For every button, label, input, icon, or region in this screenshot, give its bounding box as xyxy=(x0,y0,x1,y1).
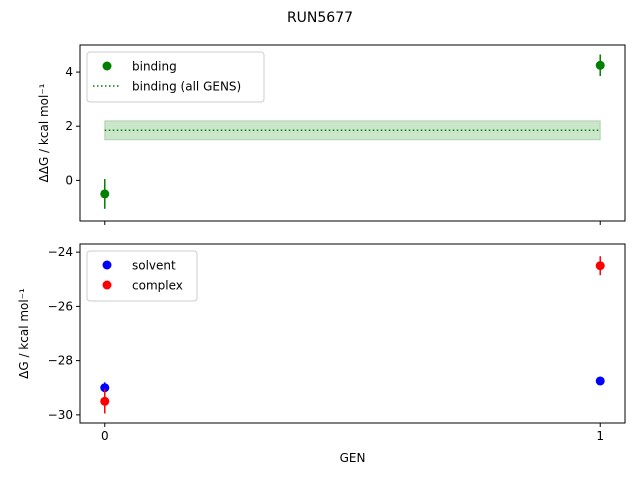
y-tick-label-1: 2 xyxy=(65,119,73,133)
y-tick-label-0: 0 xyxy=(65,173,73,187)
legend-swatch-1 xyxy=(102,280,112,290)
y-axis-label: ΔΔG / kcal mol⁻¹ xyxy=(37,83,51,182)
legend-box xyxy=(86,250,198,302)
legend-swatch-0 xyxy=(102,260,112,270)
legend-box xyxy=(86,51,265,103)
figure-title: RUN5677 xyxy=(287,10,353,26)
y-tick-label-2: 4 xyxy=(65,65,73,79)
axes-frame xyxy=(79,44,626,222)
legend-label-0: solvent xyxy=(132,259,176,273)
data-point-0-0 xyxy=(100,189,110,199)
x-tick-label-0: 0 xyxy=(101,429,109,443)
y-tick-label-1: −28 xyxy=(48,354,73,368)
y-tick-label-2: −26 xyxy=(48,299,73,313)
data-point-1-0 xyxy=(100,396,110,406)
axes-frame xyxy=(79,243,626,424)
legend-label-0: binding xyxy=(132,60,177,74)
data-point-0-1 xyxy=(595,376,605,386)
y-tick-label-0: −30 xyxy=(48,408,73,422)
legend-label-1: complex xyxy=(132,279,183,293)
legend-swatch-0 xyxy=(102,61,112,71)
legend: solvent complex xyxy=(86,250,198,302)
legend-label-1: binding (all GENS) xyxy=(132,80,241,94)
data-point-0-1 xyxy=(595,60,605,70)
x-axis-label: GEN xyxy=(340,451,366,465)
y-tick-label-3: −24 xyxy=(48,245,73,259)
x-tick-label-1: 1 xyxy=(596,429,604,443)
y-axis-label: ΔG / kcal mol⁻¹ xyxy=(17,288,31,379)
data-point-1-1 xyxy=(595,261,605,271)
legend: binding binding (all GENS) xyxy=(86,51,265,103)
data-point-0-0 xyxy=(100,383,110,393)
panel-bottom: −30 −28 −26 −24 0 1 ΔG / kcal mol⁻¹ GEN solvent c… xyxy=(17,243,626,465)
